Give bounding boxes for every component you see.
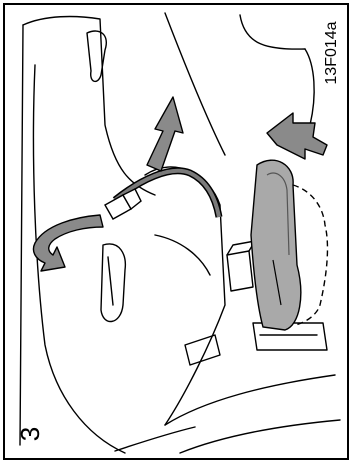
door-handle xyxy=(87,31,106,81)
direction-arrow-icon xyxy=(33,215,103,271)
figure-reference-code: 13F014a xyxy=(320,13,344,93)
seatbelt-illustration xyxy=(5,5,347,458)
child-seat-icon xyxy=(251,160,327,330)
reference-code-text: 13F014a xyxy=(323,21,341,84)
belt-anchor xyxy=(101,244,125,321)
direction-arrow-icon xyxy=(147,97,183,171)
step-number: 3 xyxy=(15,417,45,451)
door-panel xyxy=(23,17,155,195)
direction-arrow-icon xyxy=(267,113,327,159)
latch-box xyxy=(227,251,253,291)
figure-frame: 13F014a 3 xyxy=(3,3,349,460)
step-number-text: 3 xyxy=(17,427,43,441)
